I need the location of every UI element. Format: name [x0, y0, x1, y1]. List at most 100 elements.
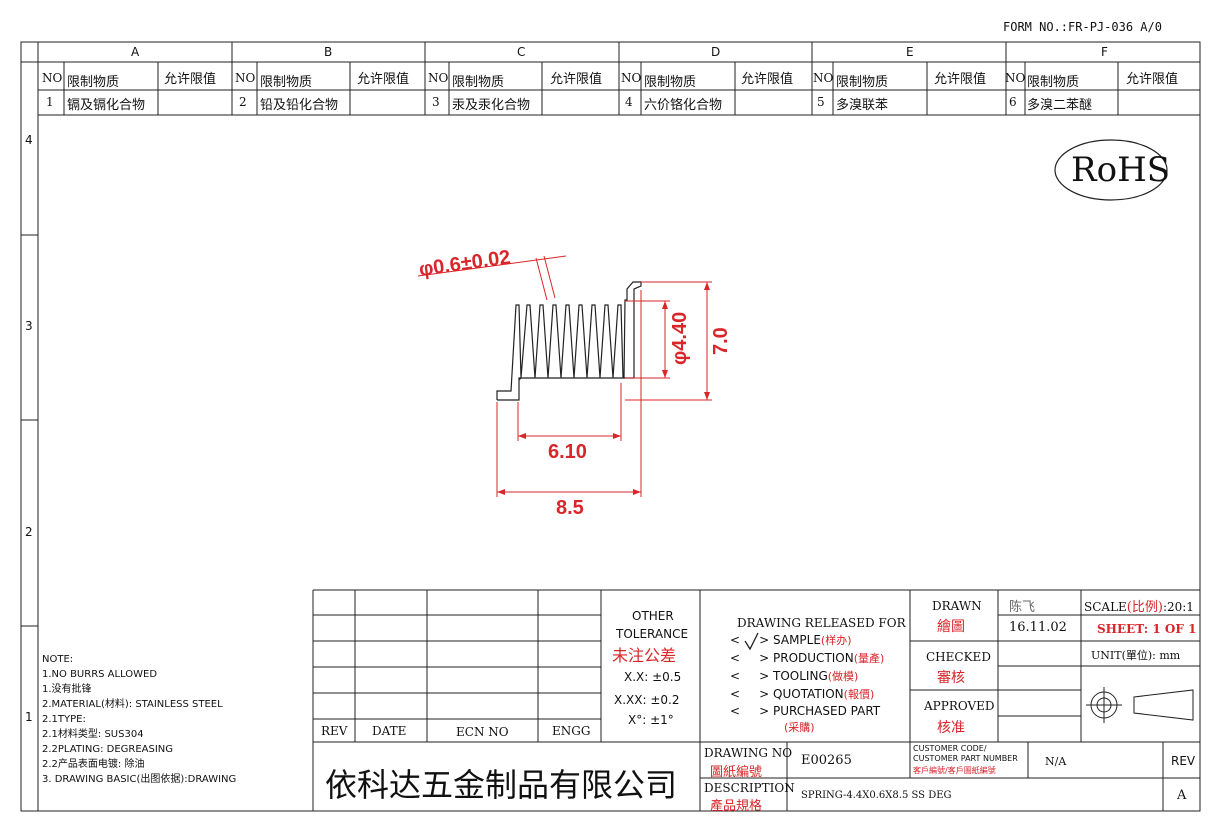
- substance-no-header: NO: [813, 71, 834, 85]
- tolerance-title-cn: 未注公差: [612, 646, 677, 665]
- drawing-no-value: E00265: [801, 753, 852, 768]
- projection-symbol-icon: [1086, 687, 1194, 723]
- substance-name: 六价铬化合物: [644, 98, 723, 113]
- tolerance-x-x: X.X: ±0.5: [624, 670, 682, 684]
- substance-name-header: 限制物质: [1027, 75, 1080, 90]
- release-item-sample[interactable]: < > SAMPLE(样办): [730, 633, 852, 647]
- release-purchased-cn: (采購): [784, 721, 815, 734]
- substance-limit-header: 允许限值: [550, 72, 603, 87]
- row-label-3: 3: [25, 319, 33, 333]
- row-label-1: 1: [25, 710, 33, 724]
- date-header: DATE: [372, 724, 407, 738]
- customer-code-value: N/A: [1045, 755, 1067, 768]
- substance-no: 4: [625, 95, 633, 109]
- substance-no-header: NO: [428, 71, 449, 85]
- dim-inner-diameter: φ4.40: [669, 312, 691, 365]
- note-line: 2.1材料类型: SUS304: [42, 729, 144, 740]
- substance-name-header: 限制物质: [452, 75, 505, 90]
- column-label-b: B: [324, 45, 333, 59]
- substance-name: 汞及汞化合物: [452, 98, 531, 113]
- description-value: SPRING-4.4X0.6X8.5 SS DEG: [801, 790, 952, 801]
- drawing-no-label: DRAWING NO: [704, 746, 793, 760]
- company-name: 依科达五金制品有限公司: [325, 766, 678, 804]
- substance-no-header: NO: [42, 71, 63, 85]
- tolerance-x-xx: X.XX: ±0.2: [614, 693, 680, 707]
- substance-no-header: NO: [621, 71, 642, 85]
- substance-limit-header: 允许限值: [741, 72, 794, 87]
- tolerance-title-1: OTHER: [632, 609, 674, 623]
- column-label-f: F: [1101, 45, 1108, 59]
- checked-label: CHECKED: [926, 650, 991, 664]
- substance-no: 5: [817, 95, 825, 109]
- drawn-label: DRAWN: [932, 599, 982, 613]
- substance-limit-header: 允许限值: [357, 72, 410, 87]
- substance-name: 多溴联苯: [836, 98, 889, 113]
- substance-limit-header: 允许限值: [1126, 72, 1179, 87]
- substance-limit-header: 允许限值: [164, 72, 217, 87]
- note-line: 1.没有批锋: [42, 684, 92, 695]
- note-line: 3. DRAWING BASIC(出图依据):DRAWING: [42, 774, 237, 785]
- approved-label: APPROVED: [924, 699, 995, 713]
- substance-name: 铅及铅化合物: [260, 98, 339, 113]
- drawn-label-cn: 繪圖: [937, 619, 965, 635]
- description-label-cn: 產品規格: [710, 799, 763, 814]
- column-label-a: A: [131, 45, 140, 59]
- spring-outline: [496, 281, 642, 401]
- rev-label: REV: [1171, 754, 1196, 768]
- substance-no: 2: [239, 95, 247, 109]
- rohs-label: RoHS: [1071, 150, 1171, 190]
- substance-no: 3: [432, 95, 440, 109]
- approved-label-cn: 核准: [937, 720, 965, 736]
- tolerance-degree: X°: ±1°: [628, 713, 674, 727]
- dim-total-length: 8.5: [556, 497, 584, 519]
- rev-value: A: [1177, 788, 1187, 803]
- note-line: 2.1TYPE:: [42, 714, 86, 725]
- form-number: FORM NO.:FR-PJ-036 A/0: [1003, 20, 1162, 34]
- substance-no-header: NO: [235, 71, 256, 85]
- note-line: 2.2产品表面电镀: 除油: [42, 759, 145, 770]
- engg-header: ENGG: [552, 724, 591, 738]
- tolerance-title-2: TOLERANCE: [616, 627, 689, 641]
- drawn-date: 16.11.02: [1009, 620, 1067, 635]
- substance-no: 1: [46, 95, 54, 109]
- unit-field: UNIT(單位): mm: [1091, 649, 1181, 662]
- dim-height: 7.0: [710, 327, 732, 355]
- note-line: 1.NO BURRS ALLOWED: [42, 669, 158, 680]
- drawn-by: 陈飞: [1009, 600, 1036, 615]
- checked-label-cn: 審核: [937, 670, 965, 686]
- substance-name-header: 限制物质: [260, 75, 313, 90]
- description-label: DESCRIPTION: [704, 781, 795, 795]
- release-title: DRAWING RELEASED FOR: [737, 616, 906, 630]
- notes-block: NOTE: 1.NO BURRS ALLOWED 1.没有批锋 2.MATERI…: [42, 652, 236, 787]
- column-label-c: C: [517, 45, 526, 59]
- row-label-2: 2: [25, 525, 33, 539]
- release-item-quotation[interactable]: < > QUOTATION(報價): [730, 687, 875, 701]
- column-label-e: E: [906, 45, 914, 59]
- scale-field: SCALE(比例):20:1: [1084, 600, 1194, 615]
- row-label-4: 4: [25, 133, 33, 147]
- dim-wire-diameter: φ0.6±0.02: [418, 246, 512, 281]
- ecn-header: ECN NO: [456, 725, 509, 739]
- rev-header: REV: [321, 724, 348, 738]
- note-line: 2.2PLATING: DEGREASING: [42, 744, 174, 755]
- sheet-field: SHEET: 1 OF 1: [1097, 622, 1197, 636]
- customer-code-label-2: CUSTOMER PART NUMBER: [913, 754, 1018, 763]
- column-label-d: D: [711, 45, 721, 59]
- drawing-no-label-cn: 圖紙編號: [710, 765, 763, 780]
- substance-name: 多溴二苯醚: [1027, 98, 1093, 113]
- release-item-purchased-part[interactable]: < > PURCHASED PART: [730, 704, 881, 718]
- release-item-tooling[interactable]: < > TOOLING(做模): [730, 669, 859, 683]
- substance-no: 6: [1009, 95, 1017, 109]
- substance-no-header: NO: [1005, 71, 1026, 85]
- release-item-production[interactable]: < > PRODUCTION(量產): [730, 651, 885, 665]
- substance-name-header: 限制物质: [644, 75, 697, 90]
- note-line: 2.MATERIAL(材料): STAINLESS STEEL: [42, 699, 223, 710]
- substance-name-header: 限制物质: [836, 75, 889, 90]
- dim-body-length: 6.10: [548, 441, 587, 463]
- substance-name-header: 限制物质: [67, 75, 120, 90]
- substance-name: 镉及镉化合物: [67, 98, 146, 113]
- rohs-mark: [1054, 139, 1168, 201]
- notes-title: NOTE:: [42, 654, 74, 665]
- customer-code-label-cn: 客戶編號/客戶圖紙編號: [913, 766, 996, 775]
